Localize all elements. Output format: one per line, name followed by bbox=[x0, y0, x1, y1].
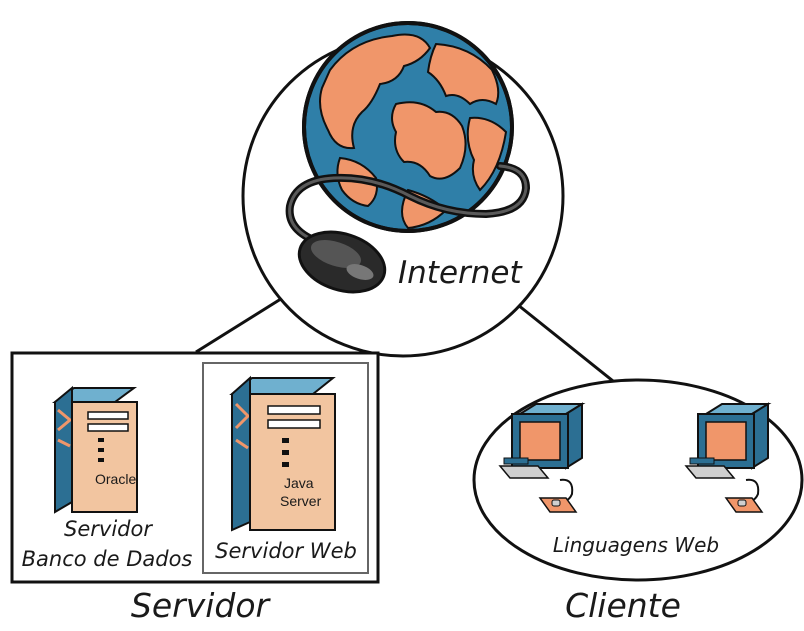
web-server-label: Servidor Web bbox=[215, 539, 357, 563]
db-tower-text: Oracle bbox=[95, 471, 136, 487]
cliente-label: Linguagens Web bbox=[553, 533, 719, 557]
connector-internet-cliente bbox=[517, 303, 619, 387]
mouse-icon bbox=[297, 230, 387, 294]
db-server-tower-icon: Oracle bbox=[51, 385, 138, 514]
globe-icon bbox=[302, 21, 514, 233]
db-label-line1: Servidor bbox=[64, 517, 153, 541]
servidor-group: Oracle Servidor Banco de Dados Java Serv… bbox=[10, 351, 380, 625]
internet-node: Internet bbox=[241, 21, 565, 358]
desktop-computer-icon bbox=[684, 402, 772, 513]
db-label-line2: Banco de Dados bbox=[22, 547, 193, 571]
web-server-tower-icon: Java Server bbox=[229, 375, 336, 532]
servidor-title: Servidor bbox=[131, 586, 272, 625]
web-tower-text-line1: Java bbox=[284, 475, 314, 491]
cliente-title: Cliente bbox=[565, 586, 681, 625]
desktop-computer-icon bbox=[498, 402, 586, 513]
connector-internet-servidor bbox=[195, 290, 293, 354]
web-tower-text-line2: Server bbox=[280, 493, 322, 509]
internet-label: Internet bbox=[398, 255, 523, 291]
cliente-group: Linguagens Web Cliente bbox=[472, 378, 804, 625]
